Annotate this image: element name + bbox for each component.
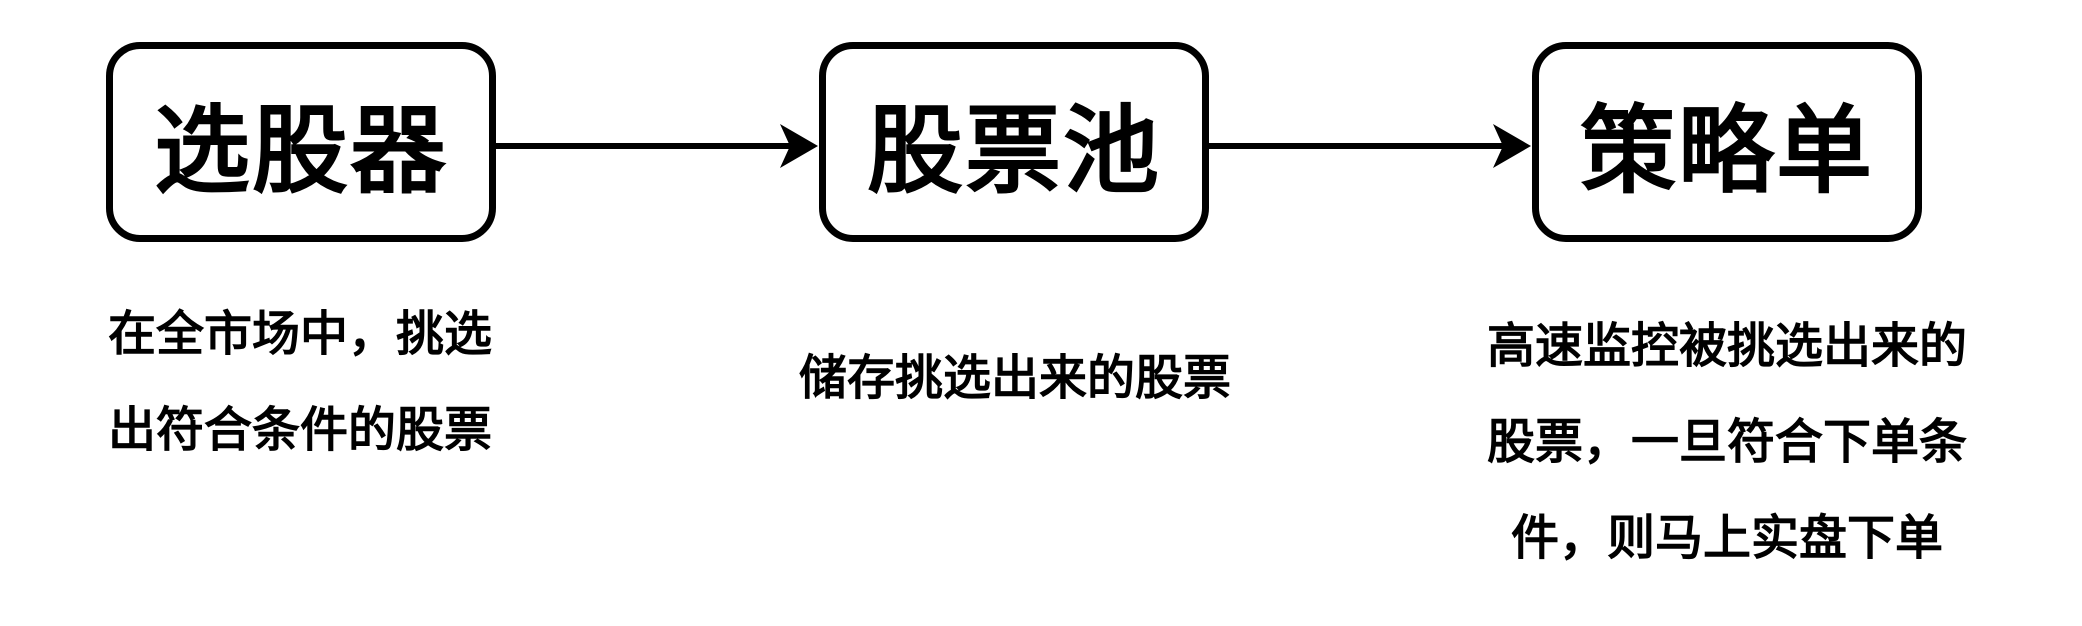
node-label: 选股器 — [154, 94, 448, 207]
node-label: 策略单 — [1580, 94, 1874, 207]
caption-line: 高速监控被挑选出来的 — [1486, 318, 1967, 374]
caption-stock-pool: 储存挑选出来的股票 — [700, 330, 1330, 426]
caption-line: 股票，一旦符合下单条 — [1486, 414, 1967, 470]
caption-strategy-order: 高速监控被挑选出来的 股票，一旦符合下单条 件，则马上实盘下单 — [1412, 298, 2042, 586]
caption-line: 件，则马上实盘下单 — [1510, 510, 1943, 566]
arrowhead-1-2 — [780, 124, 818, 168]
caption-line: 储存挑选出来的股票 — [798, 350, 1231, 406]
caption-line: 出符合条件的股票 — [107, 402, 492, 458]
node-stock-pool: 股票池 — [819, 42, 1209, 242]
arrowhead-2-3 — [1493, 124, 1531, 168]
node-strategy-order: 策略单 — [1532, 42, 1922, 242]
caption-stock-screener: 在全市场中，挑选 出符合条件的股票 — [30, 286, 570, 478]
caption-line: 在全市场中，挑选 — [107, 306, 492, 362]
node-stock-screener: 选股器 — [106, 42, 496, 242]
node-label: 股票池 — [867, 94, 1161, 207]
